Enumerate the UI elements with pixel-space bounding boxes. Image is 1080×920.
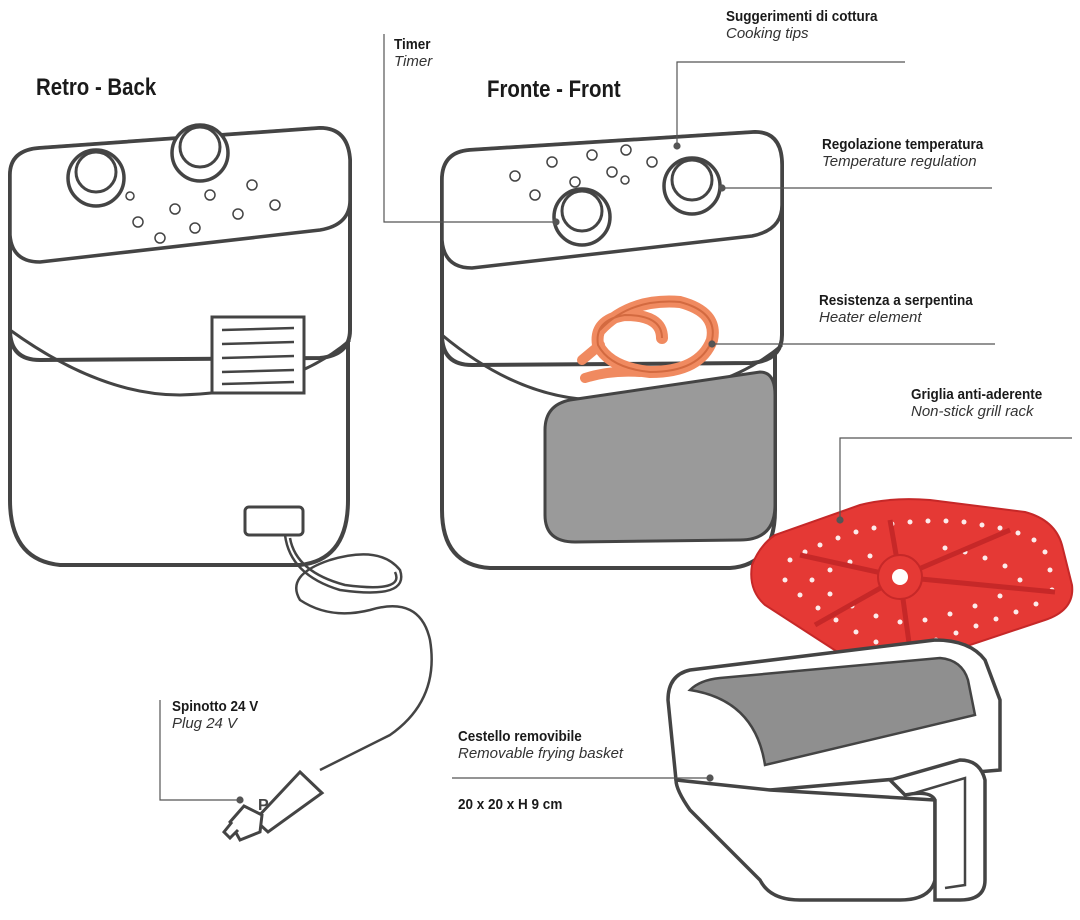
heater-label: Resistenza a serpentina Heater element <box>819 292 990 327</box>
power-cord <box>283 534 433 772</box>
basket-label-it: Cestello removibile <box>458 728 582 745</box>
temperature-label: Regolazione temperatura Temperature regu… <box>822 136 1001 171</box>
timer-label: Timer Timer <box>394 36 435 71</box>
grill-label: Griglia anti-aderente Non-stick grill ra… <box>911 386 1057 421</box>
temperature-label-en: Temperature regulation <box>822 153 977 171</box>
car-plug: P <box>221 769 325 842</box>
basket-dimensions: 20 x 20 x H 9 cm <box>458 796 563 813</box>
grill-rack <box>750 498 1074 672</box>
back-unit <box>8 123 352 567</box>
svg-text:P: P <box>258 797 269 814</box>
grill-label-it: Griglia anti-aderente <box>911 386 1043 403</box>
basket-label: Cestello removibile Removable frying bas… <box>458 728 623 763</box>
heater-label-it: Resistenza a serpentina <box>819 292 973 309</box>
temperature-label-it: Regolazione temperatura <box>822 136 984 153</box>
back-view-title: Retro - Back <box>36 74 157 101</box>
leader-lines <box>159 34 1072 804</box>
frying-basket <box>666 638 1002 902</box>
front-view-title: Fronte - Front <box>487 76 621 103</box>
heater-label-en: Heater element <box>819 309 922 327</box>
front-unit <box>440 129 784 570</box>
cooking-tips-label: Suggerimenti di cottura Cooking tips <box>726 8 894 43</box>
cooking-tips-label-it: Suggerimenti di cottura <box>726 8 878 25</box>
plug-label: Spinotto 24 V Plug 24 V <box>172 698 268 733</box>
plug-label-it: Spinotto 24 V <box>172 698 259 715</box>
grill-label-en: Non-stick grill rack <box>911 403 1034 421</box>
timer-label-it: Timer <box>394 36 431 53</box>
cooking-tips-label-en: Cooking tips <box>726 25 809 43</box>
basket-label-en: Removable frying basket <box>458 745 624 763</box>
timer-label-en: Timer <box>394 53 433 71</box>
plug-label-en: Plug 24 V <box>172 715 238 733</box>
